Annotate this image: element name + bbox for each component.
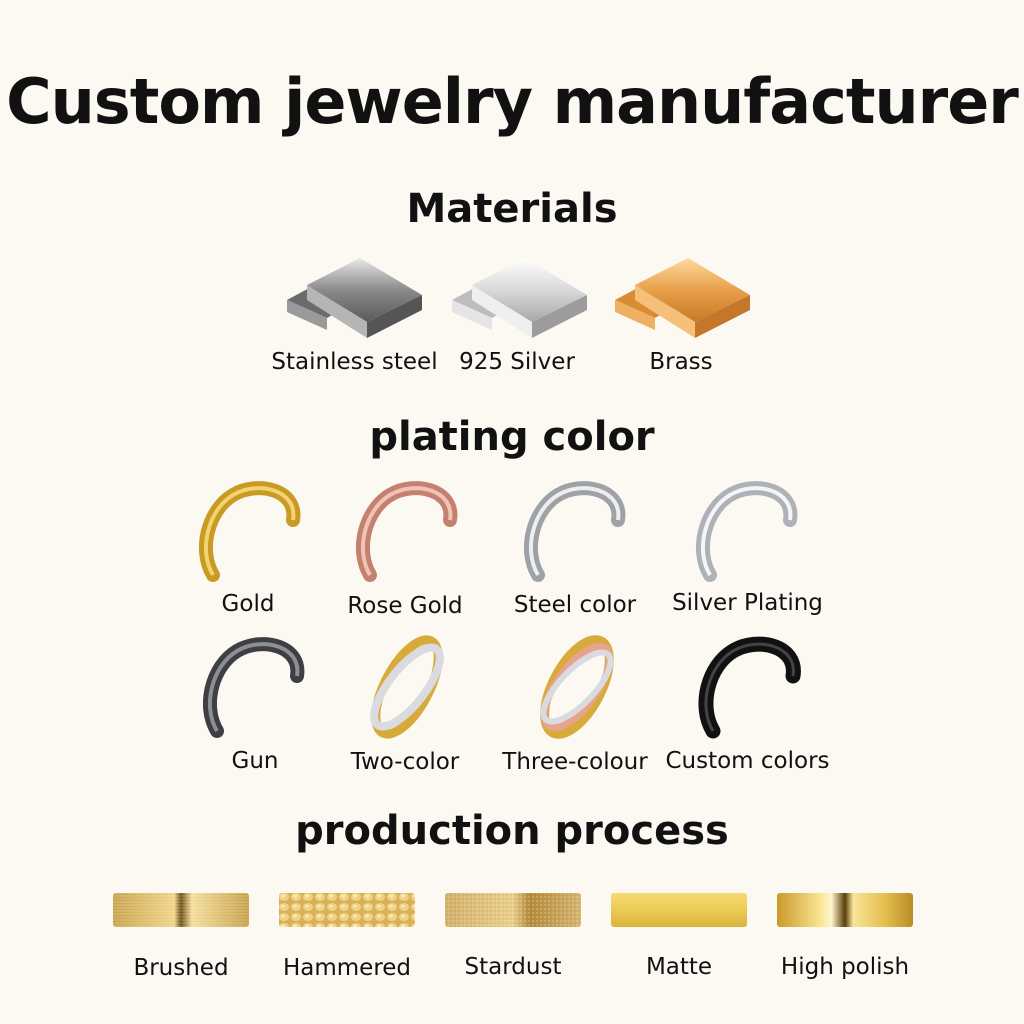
plating-label-custom-colors: Custom colors [665,748,830,774]
plating-label-gold: Gold [221,591,275,617]
materials-heading: Materials [406,186,618,232]
stardust-band-icon [445,893,581,927]
steel-bar-icon [287,258,422,338]
plating-label-rose-gold: Rose Gold [347,593,463,619]
rose-gold-cuff-icon [355,481,458,582]
two-color-ring-icon [370,635,444,739]
plating-label-three-colour: Three-colour [502,749,648,775]
silver-cuff-icon [695,481,798,582]
plating-label-gun: Gun [231,748,279,774]
process-label-high-polish: High polish [780,954,910,980]
plating-label-steel-color: Steel color [513,592,637,618]
brass-bar-icon [615,258,750,338]
process-heading: production process [295,808,729,854]
hammered-band-icon [279,893,415,927]
page-title: Custom jewelry manufacturer [6,65,1019,138]
three-colour-ring-icon [540,635,614,739]
matte-band-icon [611,893,747,927]
plating-heading: plating color [369,414,655,460]
plating-label-two-color: Two-color [350,749,460,775]
process-label-matte: Matte [645,954,713,980]
gun-cuff-icon [202,637,305,738]
high-polish-band-icon [777,893,913,927]
steel-cuff-icon [523,481,626,582]
gold-cuff-icon [198,481,301,582]
process-label-hammered: Hammered [282,955,412,981]
silver-bar-icon [452,258,587,338]
process-label-stardust: Stardust [464,954,562,980]
material-label-stainless-steel: Stainless steel [271,349,438,375]
brushed-band-icon [113,893,249,927]
black-cuff-icon [698,636,801,739]
plating-label-silver-plating: Silver Plating [672,590,823,616]
process-label-brushed: Brushed [133,955,229,981]
material-label-brass: Brass [649,349,713,375]
material-label-925-silver: 925 Silver [459,349,575,375]
